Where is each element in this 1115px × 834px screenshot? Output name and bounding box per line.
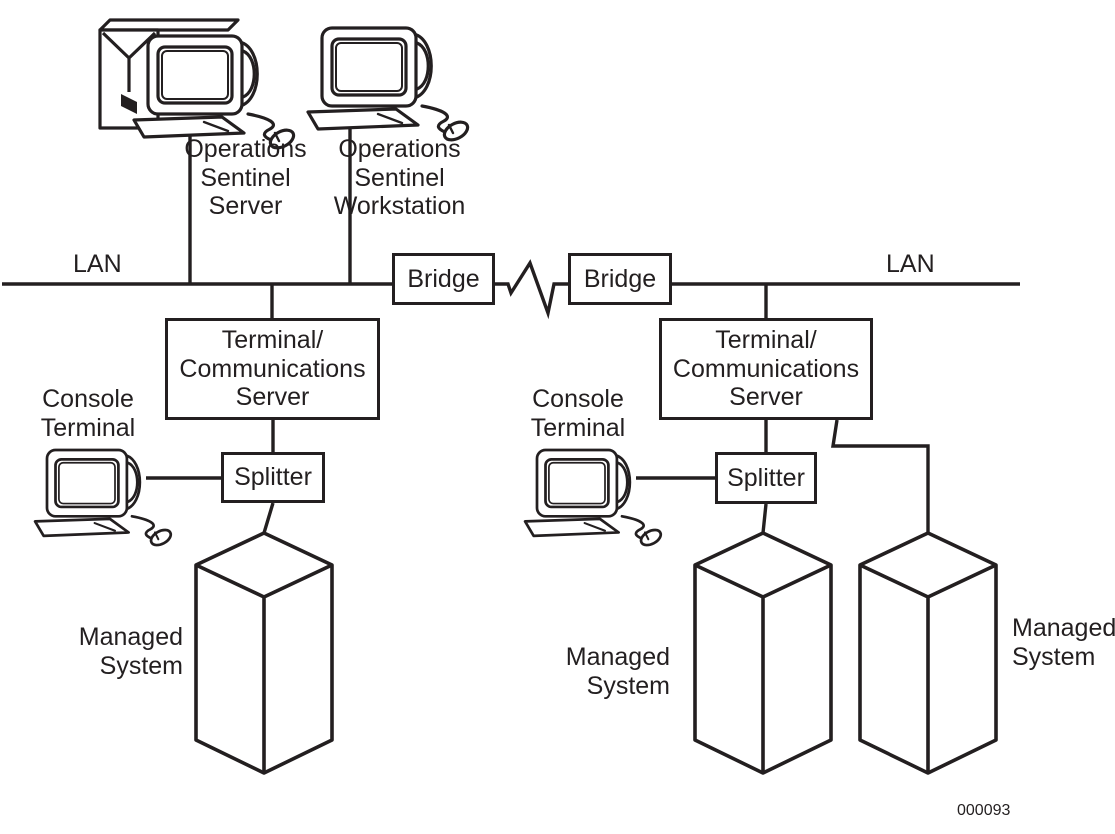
workstation-computer-icon [306, 26, 473, 146]
console-terminal-right-icon [523, 448, 665, 550]
bridge-left-box: Bridge [392, 253, 495, 305]
bridge-right-box: Bridge [568, 253, 672, 305]
bridge-link-zigzag [495, 259, 568, 320]
ops-workstation-label: Operations Sentinel Workstation [333, 135, 466, 220]
splitter-left-to-managed-line [262, 502, 275, 534]
lan-right-label: LAN [886, 250, 935, 278]
tc-server-right-to-managed2-line [831, 419, 930, 533]
splitter-right-to-managed-line [761, 503, 768, 534]
managed-system-right-shape [858, 531, 998, 775]
lan-left-label: LAN [73, 250, 122, 278]
console-terminal-right-label: Console Terminal [530, 385, 626, 442]
managed-system-left-shape [194, 531, 334, 775]
managed-system-left-label: Managed System [78, 623, 183, 680]
splitter-left-box: Splitter [221, 452, 325, 503]
tc-server-right-box: Terminal/ Communications Server [659, 318, 873, 420]
managed-system-center-label: Managed System [565, 643, 670, 700]
console-terminal-left-icon [33, 448, 175, 550]
managed-system-right-label: Managed System [1012, 614, 1115, 671]
figure-number: 000093 [957, 802, 1011, 819]
console-terminal-left-label: Console Terminal [40, 385, 136, 442]
tc-server-left-box: Terminal/ Communications Server [165, 318, 380, 420]
managed-system-center-shape [693, 531, 833, 775]
server-computer-icon [98, 18, 299, 154]
ops-server-label: Operations Sentinel Server [184, 135, 307, 220]
splitter-right-box: Splitter [715, 452, 817, 504]
